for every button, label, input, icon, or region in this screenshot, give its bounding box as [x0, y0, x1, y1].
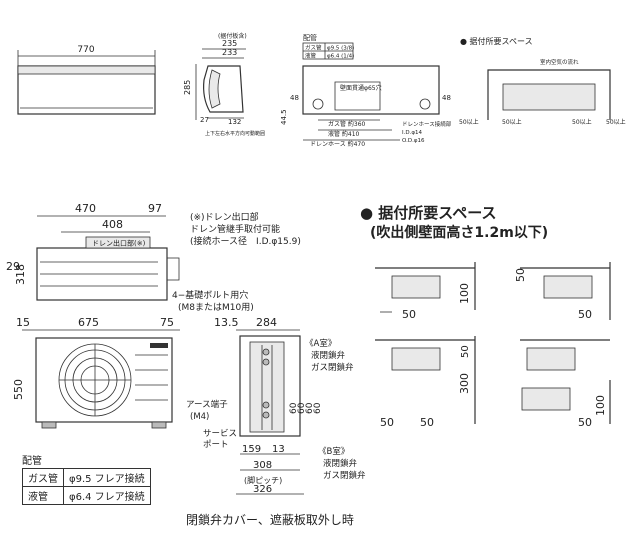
outdoor-side-b3: 308	[253, 460, 272, 471]
indoor-dim-44: 44.5	[280, 109, 288, 125]
indoor-d4: 132	[228, 118, 241, 126]
outdoor-side-d1: 13.5	[214, 316, 239, 329]
indoor-dim-liquid: 液管 約410	[328, 130, 360, 138]
indoor-side-view: (据付板含) 235 233 285 27 132 上下左右水平方向可動範囲	[183, 32, 265, 137]
a-room-gas: ガス閉鎖弁	[311, 362, 354, 373]
indoor-space-d3: 50以上	[606, 118, 626, 126]
pipe-name: ガス管	[22, 468, 64, 487]
pipe-name: 液管	[22, 486, 64, 505]
indoor-pipe-1-name: 液管	[305, 52, 317, 60]
indoor-space-d0: 50以上	[459, 118, 479, 126]
space3-a: 50	[380, 416, 394, 429]
indoor-drain-note-1: I.D.φ14	[402, 130, 422, 136]
space3-c: 300	[458, 373, 471, 394]
outdoor-top-w1: 470	[75, 202, 96, 215]
indoor-dim-gas: ガス管 約360	[328, 120, 366, 128]
outdoor-front-d3: 75	[160, 316, 174, 329]
space2-b: 50	[578, 308, 592, 321]
indoor-pipe-0-value: φ9.5 (3/8)	[327, 46, 354, 52]
space-subtitle: (吹出側壁面高さ1.2m以下)	[370, 225, 549, 241]
indoor-drain-note-0: ドレンホース接続部	[402, 120, 452, 128]
space-title: ● 据付所要スペース	[360, 204, 497, 222]
table-row: ガス管 φ9.5 フレア接続	[22, 468, 151, 487]
indoor-wall-hole: 壁面貫通φ65穴	[340, 84, 382, 92]
indoor-depth1: 235	[222, 39, 237, 48]
indoor-space-title: ● 据付所要スペース	[460, 36, 533, 46]
indoor-width-label: 770	[77, 45, 94, 55]
space3-b: 50	[460, 345, 471, 358]
pipe-value: φ9.5 フレア接続	[63, 468, 151, 487]
outdoor-front-d1: 15	[16, 316, 30, 329]
indoor-height: 285	[183, 80, 192, 95]
outdoor-top-w2: 97	[148, 202, 162, 215]
space-diagram-2: 50 50	[514, 262, 611, 321]
pipe-table: ガス管 φ9.5 フレア接続 液管 φ6.4 フレア接続	[22, 468, 151, 505]
indoor-airflow-label: 室内空気の流れ	[540, 58, 579, 66]
earth-terminal-label: アース端子	[186, 399, 228, 410]
service-port-label-2: ポート	[203, 440, 229, 450]
indoor-pipe-0-name: ガス管	[305, 44, 322, 52]
v-dim-0: 60	[289, 402, 299, 414]
outdoor-side-d2: 284	[256, 316, 277, 329]
outdoor-note-2: (接続ホース径 I.D.φ15.9)	[190, 235, 301, 247]
b-room-liquid: 液閉鎖弁	[323, 458, 358, 469]
b-room-gas: ガス閉鎖弁	[323, 470, 366, 481]
v-dim-1: 60	[297, 402, 307, 414]
outdoor-bolt-note-1: (M8またはM10用)	[178, 302, 254, 313]
outdoor-note-1: ドレン管継手取付可能	[190, 223, 280, 235]
indoor-left-h: 48	[290, 94, 299, 102]
outdoor-side-b4: 326	[253, 484, 272, 495]
space-diagram-4: 50 100	[520, 339, 611, 429]
outdoor-note-0: (※)ドレン出口部	[190, 211, 259, 223]
indoor-pipe-1-value: φ6.4 (1/4)	[327, 54, 354, 60]
pipe-value: φ6.4 フレア接続	[63, 486, 151, 505]
outdoor-top-h2: 318	[14, 264, 27, 285]
service-port-label: サービス	[203, 429, 237, 439]
space2-a: 50	[514, 268, 527, 282]
indoor-space-d2: 50以上	[572, 118, 592, 126]
indoor-right-h: 48	[442, 94, 451, 102]
v-dim-2: 60	[305, 402, 315, 414]
outdoor-side-b3-note: (脚ピッチ)	[244, 475, 282, 485]
outdoor-front-d2: 675	[78, 316, 99, 329]
table-row: 液管 φ6.4 フレア接続	[22, 486, 151, 505]
indoor-space-d1: 50以上	[502, 118, 522, 126]
outdoor-bolt-note-0: 4−基礎ボルト用穴	[172, 289, 248, 301]
space4-b: 100	[594, 395, 607, 416]
a-room-label: 《A室》	[305, 338, 336, 349]
space-diagram-1: 50 100	[375, 262, 476, 321]
space4-a: 50	[578, 416, 592, 429]
space-diagram-3: 50 50 300 50	[375, 336, 476, 429]
earth-terminal-spec: (M4)	[190, 412, 209, 422]
outdoor-top-h1: 29	[6, 260, 20, 273]
space3-d: 50	[420, 416, 434, 429]
outdoor-front-height: 550	[12, 379, 25, 400]
indoor-pipe-title: 配管	[303, 33, 317, 42]
outdoor-front-view: 15 675 75 550	[12, 316, 180, 429]
outdoor-side-view: 13.5 284 《A室》 液閉鎖弁 ガス閉鎖弁 アース端子 (M4) サービス…	[186, 316, 366, 495]
outdoor-top-view: 470 97 408 ドレン出口部(※) 29 318 (※)ドレン出口部 ドレ…	[6, 202, 301, 313]
indoor-side-note: (据付板含)	[218, 32, 247, 40]
indoor-d3: 27	[200, 116, 209, 124]
indoor-dim-drain: ドレンホース 約470	[310, 140, 365, 148]
outdoor-drain-label: ドレン出口部(※)	[92, 239, 146, 248]
a-room-liquid: 液閉鎖弁	[311, 350, 346, 361]
space1-a: 50	[402, 308, 416, 321]
outdoor-side-b2: 13	[272, 444, 285, 455]
pipe-table-title: 配管	[22, 456, 42, 467]
indoor-space-diagram: ● 据付所要スペース 室内空気の流れ 50以上 50以上 50以上 50以上	[459, 36, 626, 126]
space1-b: 100	[458, 283, 471, 304]
indoor-front-view: 770	[17, 45, 156, 115]
b-room-label: 《B室》	[318, 446, 349, 457]
outdoor-side-b1: 159	[242, 444, 261, 455]
caption: 閉鎖弁カバー、遮蔽板取外し時	[186, 513, 354, 527]
indoor-back-view: 配管 ガス管 φ9.5 (3/8) 液管 φ6.4 (1/4) 壁面貫通φ65穴…	[280, 33, 452, 148]
v-dim-3: 60	[313, 402, 323, 414]
indoor-side-movable-note: 上下左右水平方向可動範囲	[205, 130, 265, 137]
indoor-depth2: 233	[222, 48, 237, 57]
indoor-drain-note-2: O.D.φ16	[402, 138, 425, 144]
outdoor-top-w3: 408	[102, 218, 123, 231]
